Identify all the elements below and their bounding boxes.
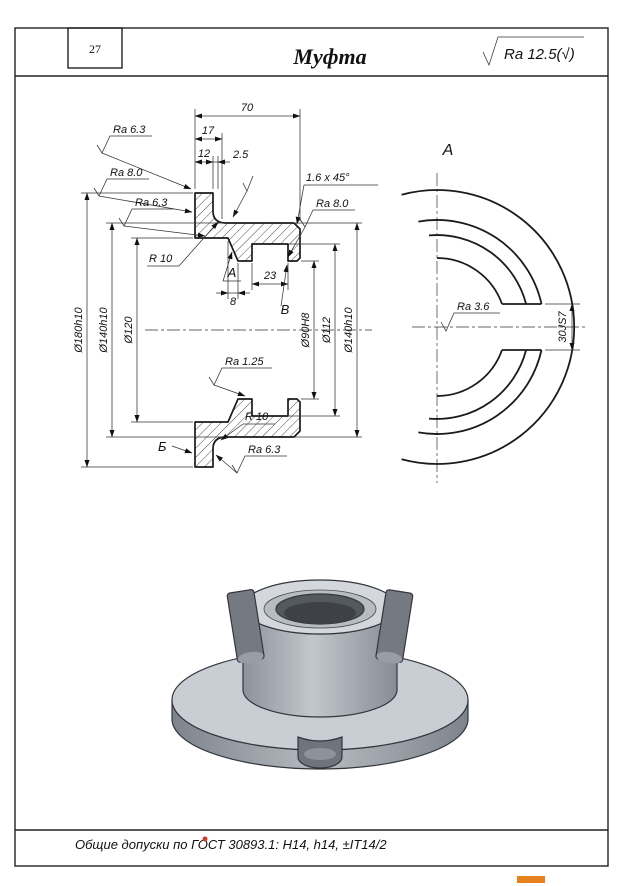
dim-d90: Ø90H8 xyxy=(300,312,312,349)
title-block: 27 Муфта Ra 12.5(√) Общие допуски по ГОС… xyxy=(75,36,584,852)
ra-top-label: Ra 6.3 xyxy=(113,124,146,136)
letter-labels: А В Б xyxy=(158,251,290,454)
view-a-title: A xyxy=(442,142,454,159)
roughness-flag xyxy=(242,175,254,192)
dim-8: 8 xyxy=(230,296,237,308)
left-diameter-dimensions: Ø120 Ø140h10 Ø180h10 xyxy=(73,192,224,468)
isometric-view xyxy=(171,579,469,770)
chamfer-label: 1.6 x 45° xyxy=(306,172,350,184)
slot-left xyxy=(226,589,265,664)
scan-artifacts xyxy=(202,836,545,883)
section-lower-half xyxy=(194,398,301,468)
scan-mark-orange xyxy=(517,876,545,883)
dim-17: 17 xyxy=(202,125,215,137)
label-b: Б xyxy=(158,439,167,454)
general-roughness-label: Ra 12.5(√) xyxy=(504,46,575,63)
section-view: 70 17 12 2.5 1.6 x 45° Ø120 Ø140h1 xyxy=(73,102,378,474)
label-a: А xyxy=(227,265,237,280)
right-diameter-dimensions: Ø90H8 Ø112 Ø140h10 xyxy=(289,222,362,438)
chamfer-note: 1.6 x 45° xyxy=(295,172,378,225)
slot-dimension: 30JS7 xyxy=(545,303,580,351)
dim-23: 23 xyxy=(263,270,277,282)
scan-mark-red xyxy=(202,836,208,842)
flange-notch-floor xyxy=(304,748,336,760)
page-number: 27 xyxy=(89,42,101,56)
radius-top-label: R 10 xyxy=(149,253,173,265)
radius-bottom-label: R 10 xyxy=(245,411,269,423)
ra-left-lower-label: Ra 6.3 xyxy=(135,197,168,209)
internal-dimensions: 23 8 xyxy=(216,241,289,308)
dim-30js7: 30JS7 xyxy=(557,311,569,343)
roughness-callouts: Ra 6.3 Ra 8.0 Ra 6.3 Ra 8.0 Ra 1.25 Ra 6… xyxy=(93,124,355,474)
ra-left-upper-label: Ra 8.0 xyxy=(110,167,143,179)
footer-note: Общие допуски по ГОСТ 30893.1: H14, h14,… xyxy=(75,837,387,852)
ra-right-label: Ra 8.0 xyxy=(316,198,349,210)
label-v: В xyxy=(281,302,290,317)
top-dimensions: 70 17 12 2.5 xyxy=(194,102,301,221)
view-a-roughness: Ra 3.6 xyxy=(440,301,500,332)
section-upper-half xyxy=(194,192,301,262)
page-title: Муфта xyxy=(292,44,366,69)
bore-depth xyxy=(284,602,356,624)
view-a: A 30JS7 Ra 3.6 xyxy=(401,142,585,483)
general-roughness-symbol: Ra 12.5(√) xyxy=(482,36,584,67)
dim-12: 12 xyxy=(198,148,210,160)
dim-d140-left: Ø140h10 xyxy=(98,306,110,353)
slot-right xyxy=(375,589,414,664)
radius-callouts: R 10 R 10 xyxy=(147,221,275,441)
dim-70: 70 xyxy=(241,102,254,114)
ra-bottom-label: Ra 6.3 xyxy=(248,444,281,456)
ra-view-a-label: Ra 3.6 xyxy=(457,301,490,313)
frame xyxy=(14,27,609,867)
dim-d180: Ø180h10 xyxy=(73,306,85,353)
ra-bore-label: Ra 1.25 xyxy=(225,356,264,368)
dim-2-5: 2.5 xyxy=(232,149,249,161)
dim-d112: Ø112 xyxy=(321,317,333,344)
dim-d140-right: Ø140h10 xyxy=(343,306,355,353)
dim-d120: Ø120 xyxy=(123,316,135,345)
